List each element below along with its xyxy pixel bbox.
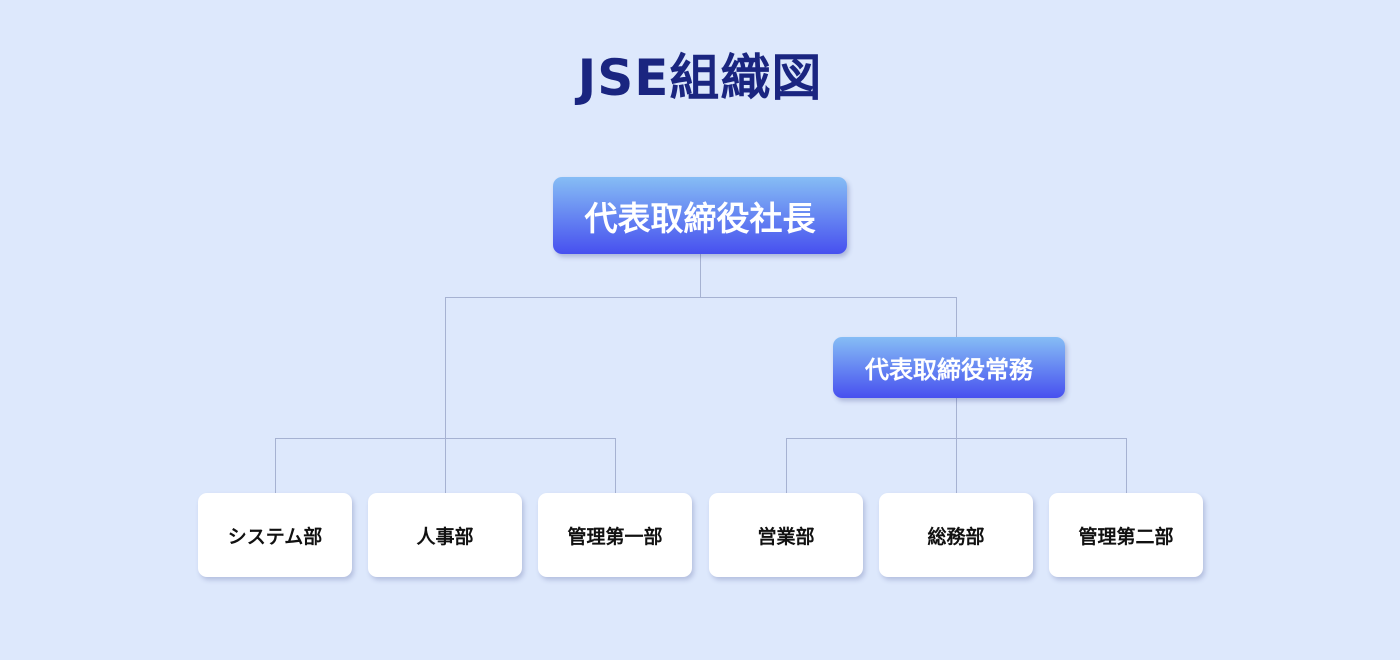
page-title: JSE組織図 (577, 49, 823, 107)
managing-director-node: 代表取締役常務 (833, 337, 1065, 398)
department-node: 管理第一部 (538, 493, 692, 577)
connector-line (1126, 438, 1127, 493)
department-node: システム部 (198, 493, 352, 577)
department-node: 管理第二部 (1049, 493, 1203, 577)
department-node: 人事部 (368, 493, 522, 577)
department-node: 総務部 (879, 493, 1033, 577)
connector-line (700, 254, 701, 297)
connector-line (786, 438, 1127, 439)
connector-line (275, 438, 616, 439)
connector-line (445, 297, 446, 493)
connector-line (786, 438, 787, 493)
connector-line (445, 297, 957, 298)
department-node: 営業部 (709, 493, 863, 577)
connector-line (275, 438, 276, 493)
connector-line (615, 438, 616, 493)
president-node: 代表取締役社長 (553, 177, 847, 254)
